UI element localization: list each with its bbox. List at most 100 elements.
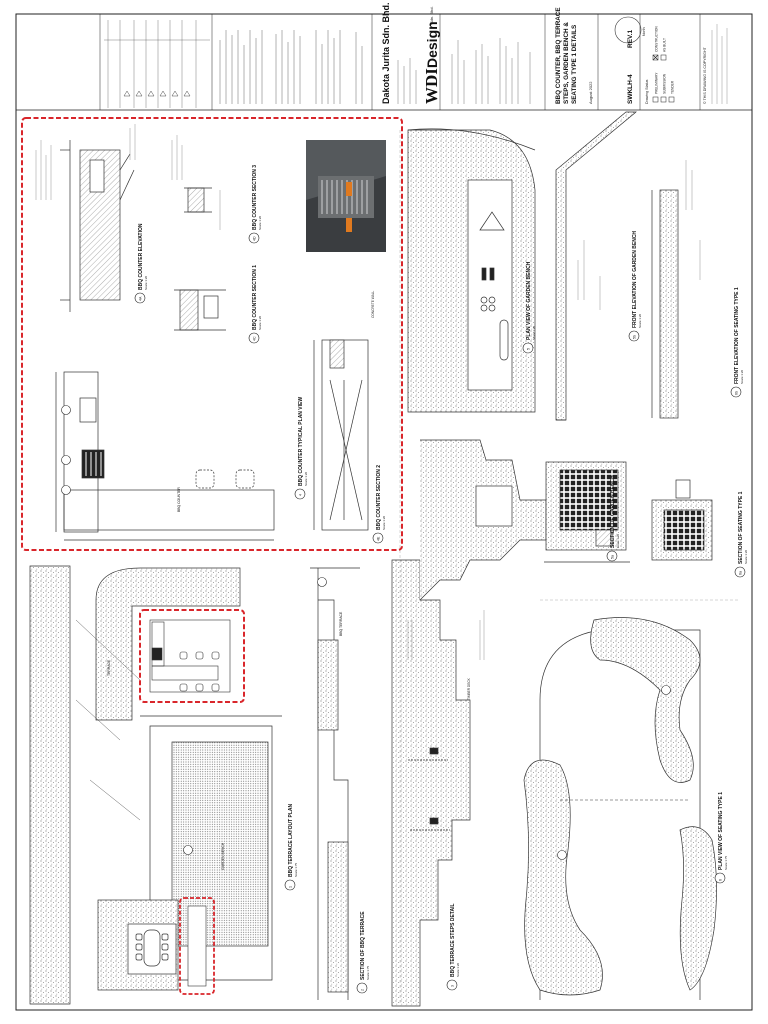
drawing-number: SWKLH-4 <box>627 74 634 104</box>
view-tag-6b-label: 6b <box>735 391 739 395</box>
view-tag-3-label: 3 <box>451 985 455 987</box>
view-scale-4a: Scale 1:20 <box>144 275 148 290</box>
view-scale-6b: Scale 1:20 <box>740 369 744 384</box>
terrace-section <box>310 567 360 1000</box>
callout-4e <box>61 485 71 495</box>
seating-front-elevation <box>651 160 701 419</box>
bbq-counter-label: BBQ COUNTER <box>177 487 181 512</box>
status-option-label: PRELIMINARY <box>655 72 659 94</box>
garden-bench-label: GARDEN BENCH <box>221 842 225 870</box>
view-title-6: PLAN VIEW OF SEATING TYPE 1 <box>718 792 724 870</box>
title-block: Dakota Jurita Sdn. Bhd. WDI Design Sdn. … <box>99 2 728 110</box>
view-title-5b: FRONT ELEVATION OF GARDEN BENCH <box>632 231 638 328</box>
terrace-layout-plan <box>29 565 282 1005</box>
bbq-counter-plan <box>55 371 275 541</box>
view-tag-4d-label: 4D <box>253 236 257 241</box>
status-checkbox <box>668 96 675 103</box>
view-tag-4a <box>134 292 146 304</box>
view-scale-4: Scale 1:20 <box>304 471 308 486</box>
view-tag-5-label: 5 <box>527 348 531 350</box>
view-tag-5a-label: 5a <box>611 555 615 559</box>
timber-deck-label: TIMBER DECK <box>467 677 471 700</box>
view-tag-4d <box>248 232 260 244</box>
view-tag-2-label: 2 <box>361 989 365 991</box>
sheet-title-line-3: SEATING TYPE 1 DETAILS <box>571 25 578 104</box>
revision-cloud-bench <box>179 897 215 995</box>
view-tag-6a <box>734 566 746 578</box>
brand-suffix: Sdn. Bhd. <box>429 6 434 24</box>
sheet-date: August 2022 <box>588 81 593 104</box>
view-scale-1: Scale 1:75 <box>294 862 298 877</box>
view-scale-4c: Scale 1:20 <box>258 315 262 330</box>
status-option-label: CONSTRUCTION <box>655 26 659 52</box>
terrace-steps-detail <box>391 439 547 1007</box>
garden-bench-front-elevation <box>555 111 637 421</box>
view-title-4e: BBQ COUNTER SECTION 2 <box>376 465 382 530</box>
callout-2 <box>317 577 327 587</box>
view-scale-5b: Scale 1:20 <box>638 313 642 328</box>
view-title-2: SECTION OF BBQ TERRACE <box>360 911 366 980</box>
view-title-1: BBQ TERRACE LAYOUT PLAN <box>288 803 294 877</box>
seating-section <box>651 479 713 561</box>
view-title-5: PLAN VIEW OF GARDEN BENCH <box>526 261 532 340</box>
garden-bench-plan <box>407 128 536 413</box>
view-tag-4a-label: 4A <box>139 296 143 301</box>
view-tag-5b-label: 5b <box>633 335 637 339</box>
sheet-title-line-2: STEPS, GARDEN BENCH & <box>563 22 570 104</box>
view-title-3: BBQ TERRACE STEPS DETAIL <box>450 903 456 977</box>
view-scale-6: Scale 1:75 <box>724 855 728 870</box>
view-tag-6-label: 6 <box>719 879 723 881</box>
view-tag-4e <box>372 532 384 544</box>
view-tag-4c <box>248 332 260 344</box>
view-title-6a: SECTION OF SEATING TYPE 1 <box>738 491 744 564</box>
view-tag-1-label: 1 <box>289 886 293 888</box>
company-name: Dakota Jurita Sdn. Bhd. <box>381 2 391 104</box>
view-scale-5a: Scale 1:20 <box>616 533 620 548</box>
status-check-mark <box>652 54 659 61</box>
status-option-label: SUBMISSION <box>663 73 667 94</box>
view-tag-2 <box>356 982 368 994</box>
brand-mark: WDI <box>422 68 441 104</box>
view-tag-5b <box>628 330 640 342</box>
view-tag-4e-label: 4E <box>377 536 381 541</box>
callout-4d <box>61 455 71 465</box>
concrete-wall-label: CONCRETE WALL <box>371 290 375 318</box>
view-tag-4 <box>294 488 306 500</box>
revision-cloud-bbq <box>21 117 403 551</box>
status-checkbox <box>660 96 667 103</box>
view-title-6b: FRONT ELEVATION OF SEATING TYPE 1 <box>734 287 740 384</box>
terrace-label: TERRACE <box>107 659 111 676</box>
view-title-4c: BBQ COUNTER SECTION 1 <box>252 265 258 330</box>
view-scale-4d: Scale 1:20 <box>258 215 262 230</box>
bbq-grill-photo <box>306 140 386 252</box>
view-scale-2: Scale 1:75 <box>366 965 370 980</box>
view-scale-4e: Scale 1:20 <box>382 515 386 530</box>
bbq-counter-section-3 <box>184 187 212 213</box>
revision-number: REV.1 <box>627 29 634 48</box>
north-label: North <box>642 27 646 36</box>
callout-5 <box>183 845 193 855</box>
status-option-label: TENDER <box>671 80 675 94</box>
view-tag-6a-label: 6a <box>739 571 743 575</box>
status-checkbox <box>652 96 659 103</box>
callout-6b <box>661 685 671 695</box>
view-tag-5a <box>606 550 618 562</box>
copyright-note: © THIS DRAWING IS COPYRIGHT <box>703 46 707 104</box>
view-tag-6 <box>714 872 726 884</box>
garden-bench-section <box>544 461 630 563</box>
bbq-counter-section-1 <box>174 289 226 331</box>
north-arrow-icon <box>614 16 642 44</box>
view-tag-3 <box>446 979 458 991</box>
view-tag-4c-label: 4C <box>253 336 257 341</box>
callout-4c <box>61 405 71 415</box>
seating-plan <box>523 617 717 1000</box>
view-title-4a: BBQ COUNTER ELEVATION <box>138 223 144 290</box>
bbq-terrace-label: BBQ TERRACE <box>339 611 343 636</box>
bbq-counter-elevation <box>60 140 135 312</box>
bbq-counter-section-2 <box>313 339 369 531</box>
view-title-4: BBQ COUNTER TYPICAL PLAN VIEW <box>298 397 304 486</box>
dimension-lines <box>399 130 740 1004</box>
sheet-title-line-1: BBQ COUNTER, BBQ TERRACE <box>555 7 562 104</box>
sheet-border <box>15 13 753 1011</box>
